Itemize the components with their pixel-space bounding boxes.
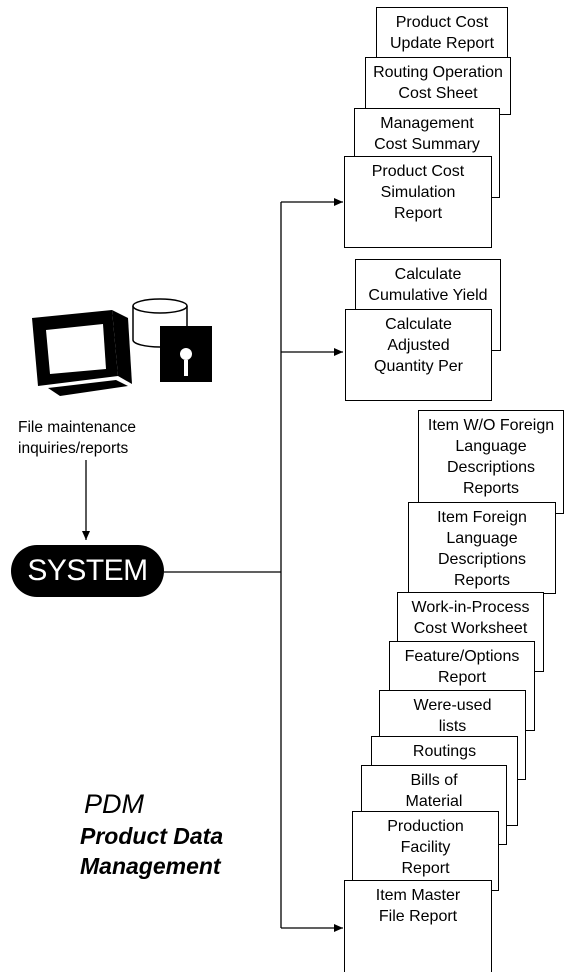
report-label: Calculate Cumulative Yield [368,266,488,304]
system-node: SYSTEM [11,545,164,597]
report-label: Item Foreign Language Descriptions Repor… [437,509,527,589]
workstation-label-line: File maintenance [18,419,137,436]
floppy-disk-icon [160,326,212,382]
report-card: Calculate Adjusted Quantity Per [345,309,492,401]
pdm-full-name: Product Data Management [80,823,224,879]
workstation-label-line: inquiries/reports [18,440,129,457]
report-label: Management Cost Summary [374,115,480,153]
report-card: Management Cost Summary [354,108,500,198]
pdm-abbreviation: PDM [84,789,144,819]
report-label: Calculate Adjusted Quantity Per [374,316,463,375]
computer-monitor-icon [32,310,132,396]
report-label: Item W/O Foreign Language Descriptions R… [427,417,555,497]
report-label: Product Cost Simulation Report [371,163,465,222]
report-card: Product Cost Simulation Report [344,156,492,248]
report-card: Item W/O Foreign Language Descriptions R… [418,410,564,514]
report-card: Routing Operation Cost Sheet [365,57,511,115]
report-label: Feature/Options Report [404,648,520,686]
workstation-label: File maintenance inquiries/reports [4,417,178,459]
pdm-title: PDM Product Data Management [80,787,230,881]
report-label: Were-used lists [413,697,492,735]
report-label: Product Cost Update Report [389,14,495,52]
report-card: Item Master File Report [344,880,492,972]
report-label: Item Master File Report [375,887,461,925]
report-label: Bills of Material [405,772,463,810]
report-card: Production Facility Report [352,811,499,891]
report-label: Routings [412,743,477,760]
report-card: Item Foreign Language Descriptions Repor… [408,502,556,594]
report-label: Work-in-Process Cost Worksheet [411,599,530,637]
report-label: Routing Operation Cost Sheet [373,64,503,102]
report-label: Production Facility Report [387,818,464,877]
system-label: SYSTEM [27,554,148,587]
